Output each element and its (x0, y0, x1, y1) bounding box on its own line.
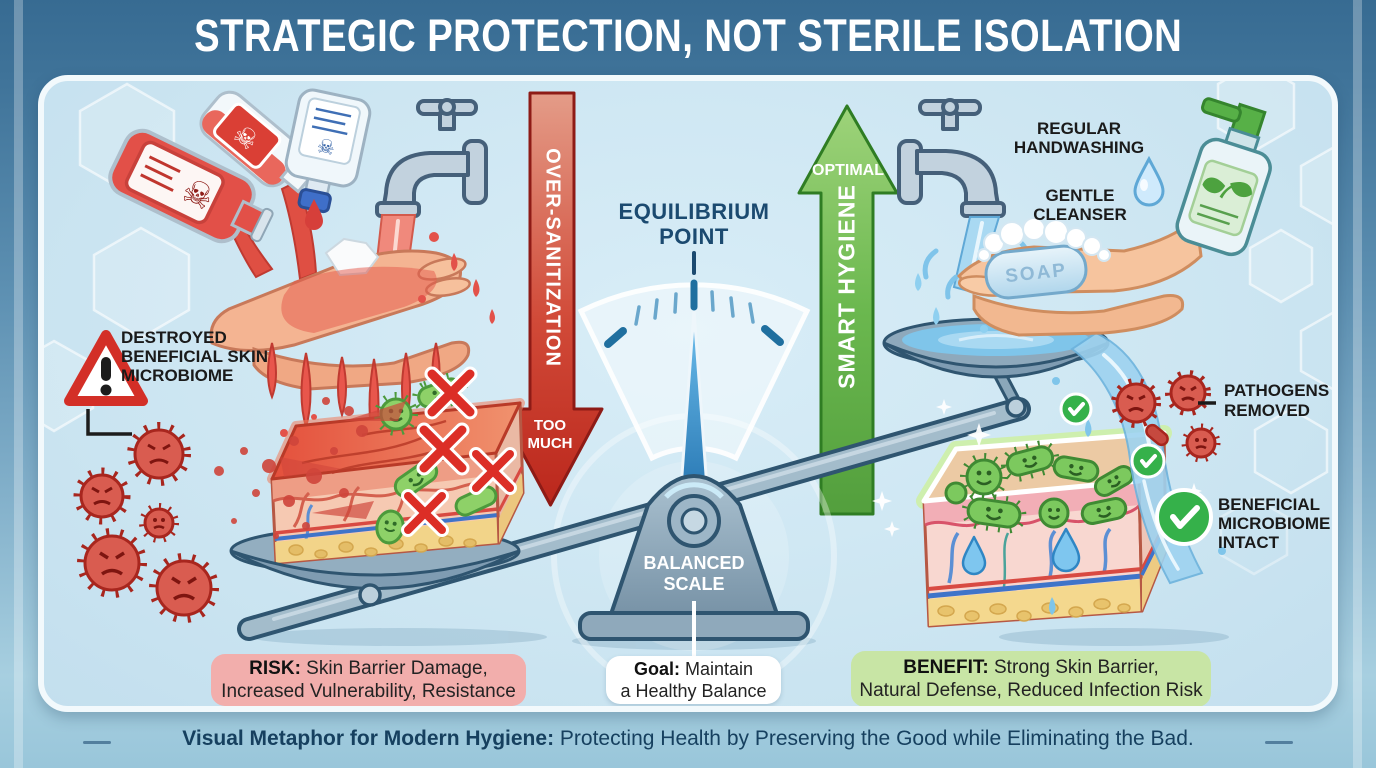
page-title: STRATEGIC PROTECTION, NOT STERILE ISOLAT… (194, 10, 1182, 61)
illustration-canvas: ☠ ☠ ☠ (44, 81, 1332, 699)
main-panel: ☠ ☠ ☠ (38, 75, 1338, 712)
risk-text: Skin Barrier Damage, Increased Vulnerabi… (221, 658, 516, 702)
soap-bar: SOAP (984, 244, 1088, 300)
beneficial-microbes (944, 440, 1135, 534)
optimal-label: OPTIMAL (812, 162, 884, 179)
hexagon-pattern (44, 81, 1332, 576)
skull-icon: ☠ (315, 135, 337, 160)
left-pan-front (230, 549, 520, 590)
washed-away-pathogens (1111, 370, 1221, 463)
goal-label: Goal: (633, 659, 680, 679)
equilibrium-point-label: EQUILIBRIUM POINT (618, 199, 770, 249)
left-pan-joint (358, 583, 382, 607)
toxic-bottle-blue: ☠ (284, 88, 372, 214)
left-edge-strip (14, 0, 23, 768)
red-drip-from-bottle (305, 199, 323, 230)
right-edge-strip (1353, 0, 1362, 768)
warning-triangle-icon (64, 330, 148, 406)
x-marks (401, 366, 517, 537)
pathogens-removed-label: PATHOGENS REMOVED (1224, 381, 1330, 420)
balanced-scale-label: BALANCED SCALE (643, 553, 745, 594)
risk-label: RISK: (249, 658, 301, 679)
smart-hygiene-label: SMART HYGIENE (833, 184, 860, 389)
footer-caption: Visual Metaphor for Modern Hygiene: Prot… (0, 727, 1376, 751)
over-sanitization-arrow (497, 91, 604, 507)
toxic-bottle-red-large: ☠ (108, 128, 274, 244)
too-much-label: TOO MUCH (527, 417, 573, 452)
destroyed-microbiome-label: DESTROYED BENEFICIAL SKIN MICROBIOME (121, 328, 269, 386)
goal-box: Goal: Maintain a Healthy Balance (606, 656, 781, 704)
goal-connector-line (692, 601, 696, 659)
leaf-icon (1202, 177, 1252, 199)
left-faucet (375, 98, 488, 218)
gentle-cleanser-label: GENTLE CLEANSER (1033, 186, 1127, 224)
moisture-drops (961, 527, 1081, 576)
benefit-label: BENEFIT: (903, 657, 989, 678)
footer-body: Protecting Health by Preserving the Good… (554, 727, 1194, 750)
right-faucet (897, 98, 1006, 218)
footer-right-dash (1265, 741, 1293, 744)
over-sanitization-label: OVER-SANITIZATION (541, 148, 564, 367)
angry-pathogen-viruses (73, 422, 219, 623)
footer-label: Visual Metaphor for Modern Hygiene: (182, 727, 555, 750)
goal-text: Maintain a Healthy Balance (620, 659, 767, 701)
footer-left-dash (83, 741, 111, 744)
gentle-cleanser-bottle (1175, 97, 1272, 257)
soap-foam (977, 217, 1111, 262)
benefit-box: BENEFIT: Strong Skin Barrier, Natural De… (851, 651, 1211, 706)
smart-hygiene-arrow (797, 104, 899, 516)
beneficial-microbiome-label: BENEFICIAL MICROBIOME INTACT (1218, 495, 1331, 553)
warning-connector-line (86, 409, 132, 436)
red-splatter (214, 397, 406, 539)
benefit-text: Strong Skin Barrier, Natural Defense, Re… (859, 657, 1203, 701)
regular-handwashing-label: REGULAR HANDWASHING (1013, 119, 1145, 157)
water-drop-icon (1133, 155, 1165, 207)
check-icons (1059, 392, 1213, 546)
risk-box: RISK: Skin Barrier Damage, Increased Vul… (211, 654, 526, 706)
